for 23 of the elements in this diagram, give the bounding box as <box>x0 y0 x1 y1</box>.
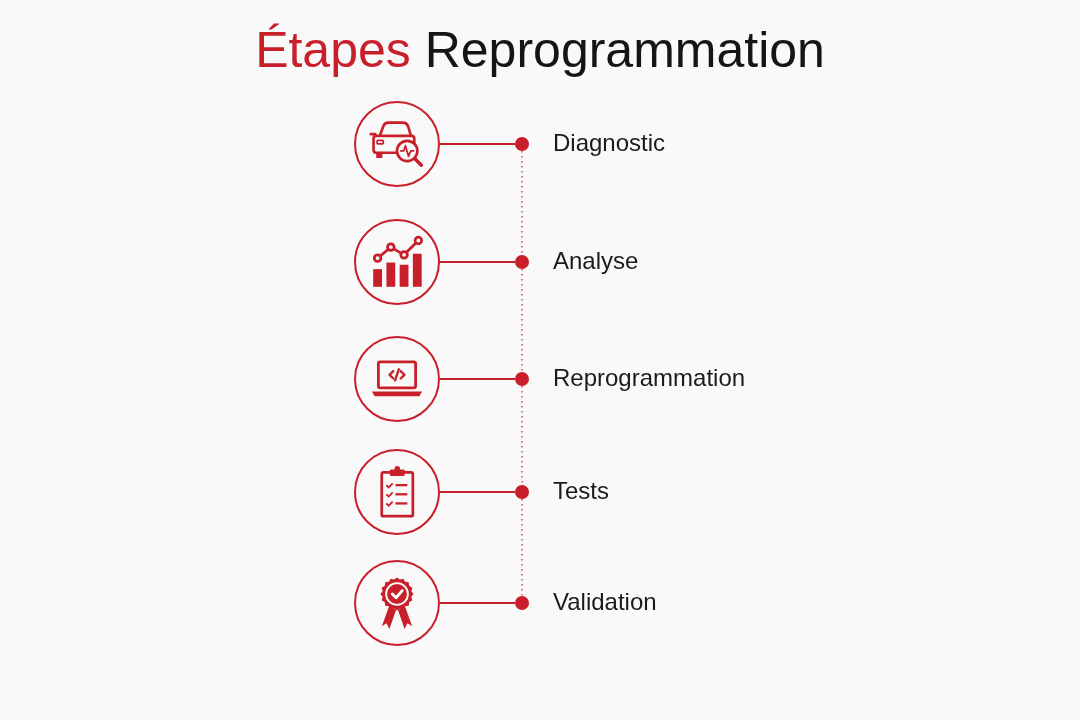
dotted-line <box>521 268 523 373</box>
step-label: Reprogrammation <box>553 364 746 392</box>
timeline-dot <box>515 137 529 151</box>
icon-circle <box>354 560 440 646</box>
connector-line <box>439 491 516 493</box>
connector-line <box>439 378 516 380</box>
timeline-dot <box>515 485 529 499</box>
step-label: Tests <box>553 477 609 505</box>
icon-circle <box>354 449 440 535</box>
step-label: Diagnostic <box>553 129 666 157</box>
icon-circle <box>354 101 440 187</box>
icon-circle <box>354 336 440 422</box>
icon-circle <box>354 219 440 305</box>
timeline-dot <box>515 596 529 610</box>
connector-line <box>439 143 516 145</box>
dotted-line <box>521 498 523 597</box>
step-label: Analyse <box>553 247 639 275</box>
connector-line <box>439 261 516 263</box>
step-label: Validation <box>553 588 657 616</box>
timeline-dot <box>515 372 529 386</box>
timeline-dot <box>515 255 529 269</box>
connector-line <box>439 602 516 604</box>
title: Étapes Reprogrammation <box>255 21 825 80</box>
